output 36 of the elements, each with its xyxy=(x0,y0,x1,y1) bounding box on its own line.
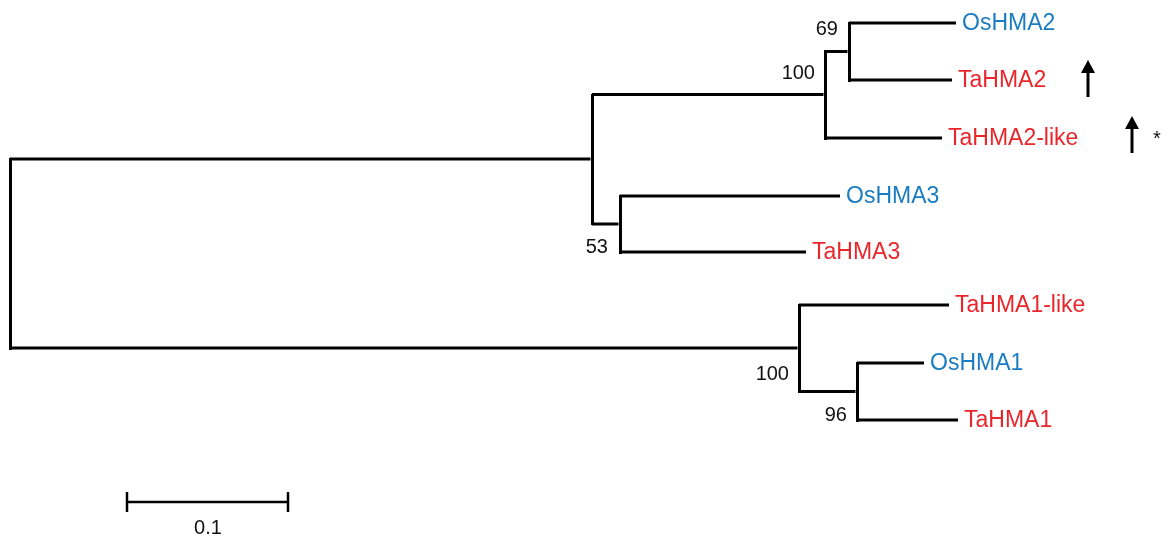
scale-label: 0.1 xyxy=(194,516,222,538)
bootstrap-value: 69 xyxy=(815,17,838,39)
tree-branch xyxy=(857,361,924,365)
tree-branch xyxy=(849,21,956,25)
taxon-label: TaHMA3 xyxy=(806,238,901,264)
branch-junction xyxy=(797,303,801,393)
tree-branch xyxy=(620,194,840,198)
bootstrap-value: 96 xyxy=(824,403,847,425)
branch-junction xyxy=(590,93,594,225)
footnote-mark: * xyxy=(1153,127,1161,149)
taxon-label: OsHMA2 xyxy=(956,9,1056,35)
taxon-label: TaHMA2-like xyxy=(942,124,1079,150)
tree-branch xyxy=(825,136,942,140)
tree-branch xyxy=(825,50,848,53)
bootstrap-value: 53 xyxy=(585,235,608,257)
branch-junction xyxy=(8,157,12,350)
tree-branch xyxy=(857,418,958,422)
taxon-label: TaHMA2 xyxy=(952,66,1047,92)
branch-junction xyxy=(618,194,622,254)
tree-branch xyxy=(10,157,591,161)
branch-junction xyxy=(855,361,859,422)
tree-branch xyxy=(799,303,949,307)
bootstrap-value: 100 xyxy=(755,362,789,384)
tree-branch xyxy=(10,346,798,350)
bootstrap-value: 100 xyxy=(781,61,815,83)
branch-junction xyxy=(847,21,851,82)
taxon-label: OsHMA3 xyxy=(840,182,940,208)
tree-branch xyxy=(592,93,824,96)
tree-branch xyxy=(799,390,856,393)
tree-branch xyxy=(592,222,619,226)
tree-branch xyxy=(620,250,806,254)
taxon-label: TaHMA1 xyxy=(958,406,1053,432)
tree-branch xyxy=(849,78,952,82)
taxon-label: OsHMA1 xyxy=(924,349,1024,375)
taxon-label: TaHMA1-like xyxy=(949,291,1086,317)
branch-junction xyxy=(823,49,827,140)
